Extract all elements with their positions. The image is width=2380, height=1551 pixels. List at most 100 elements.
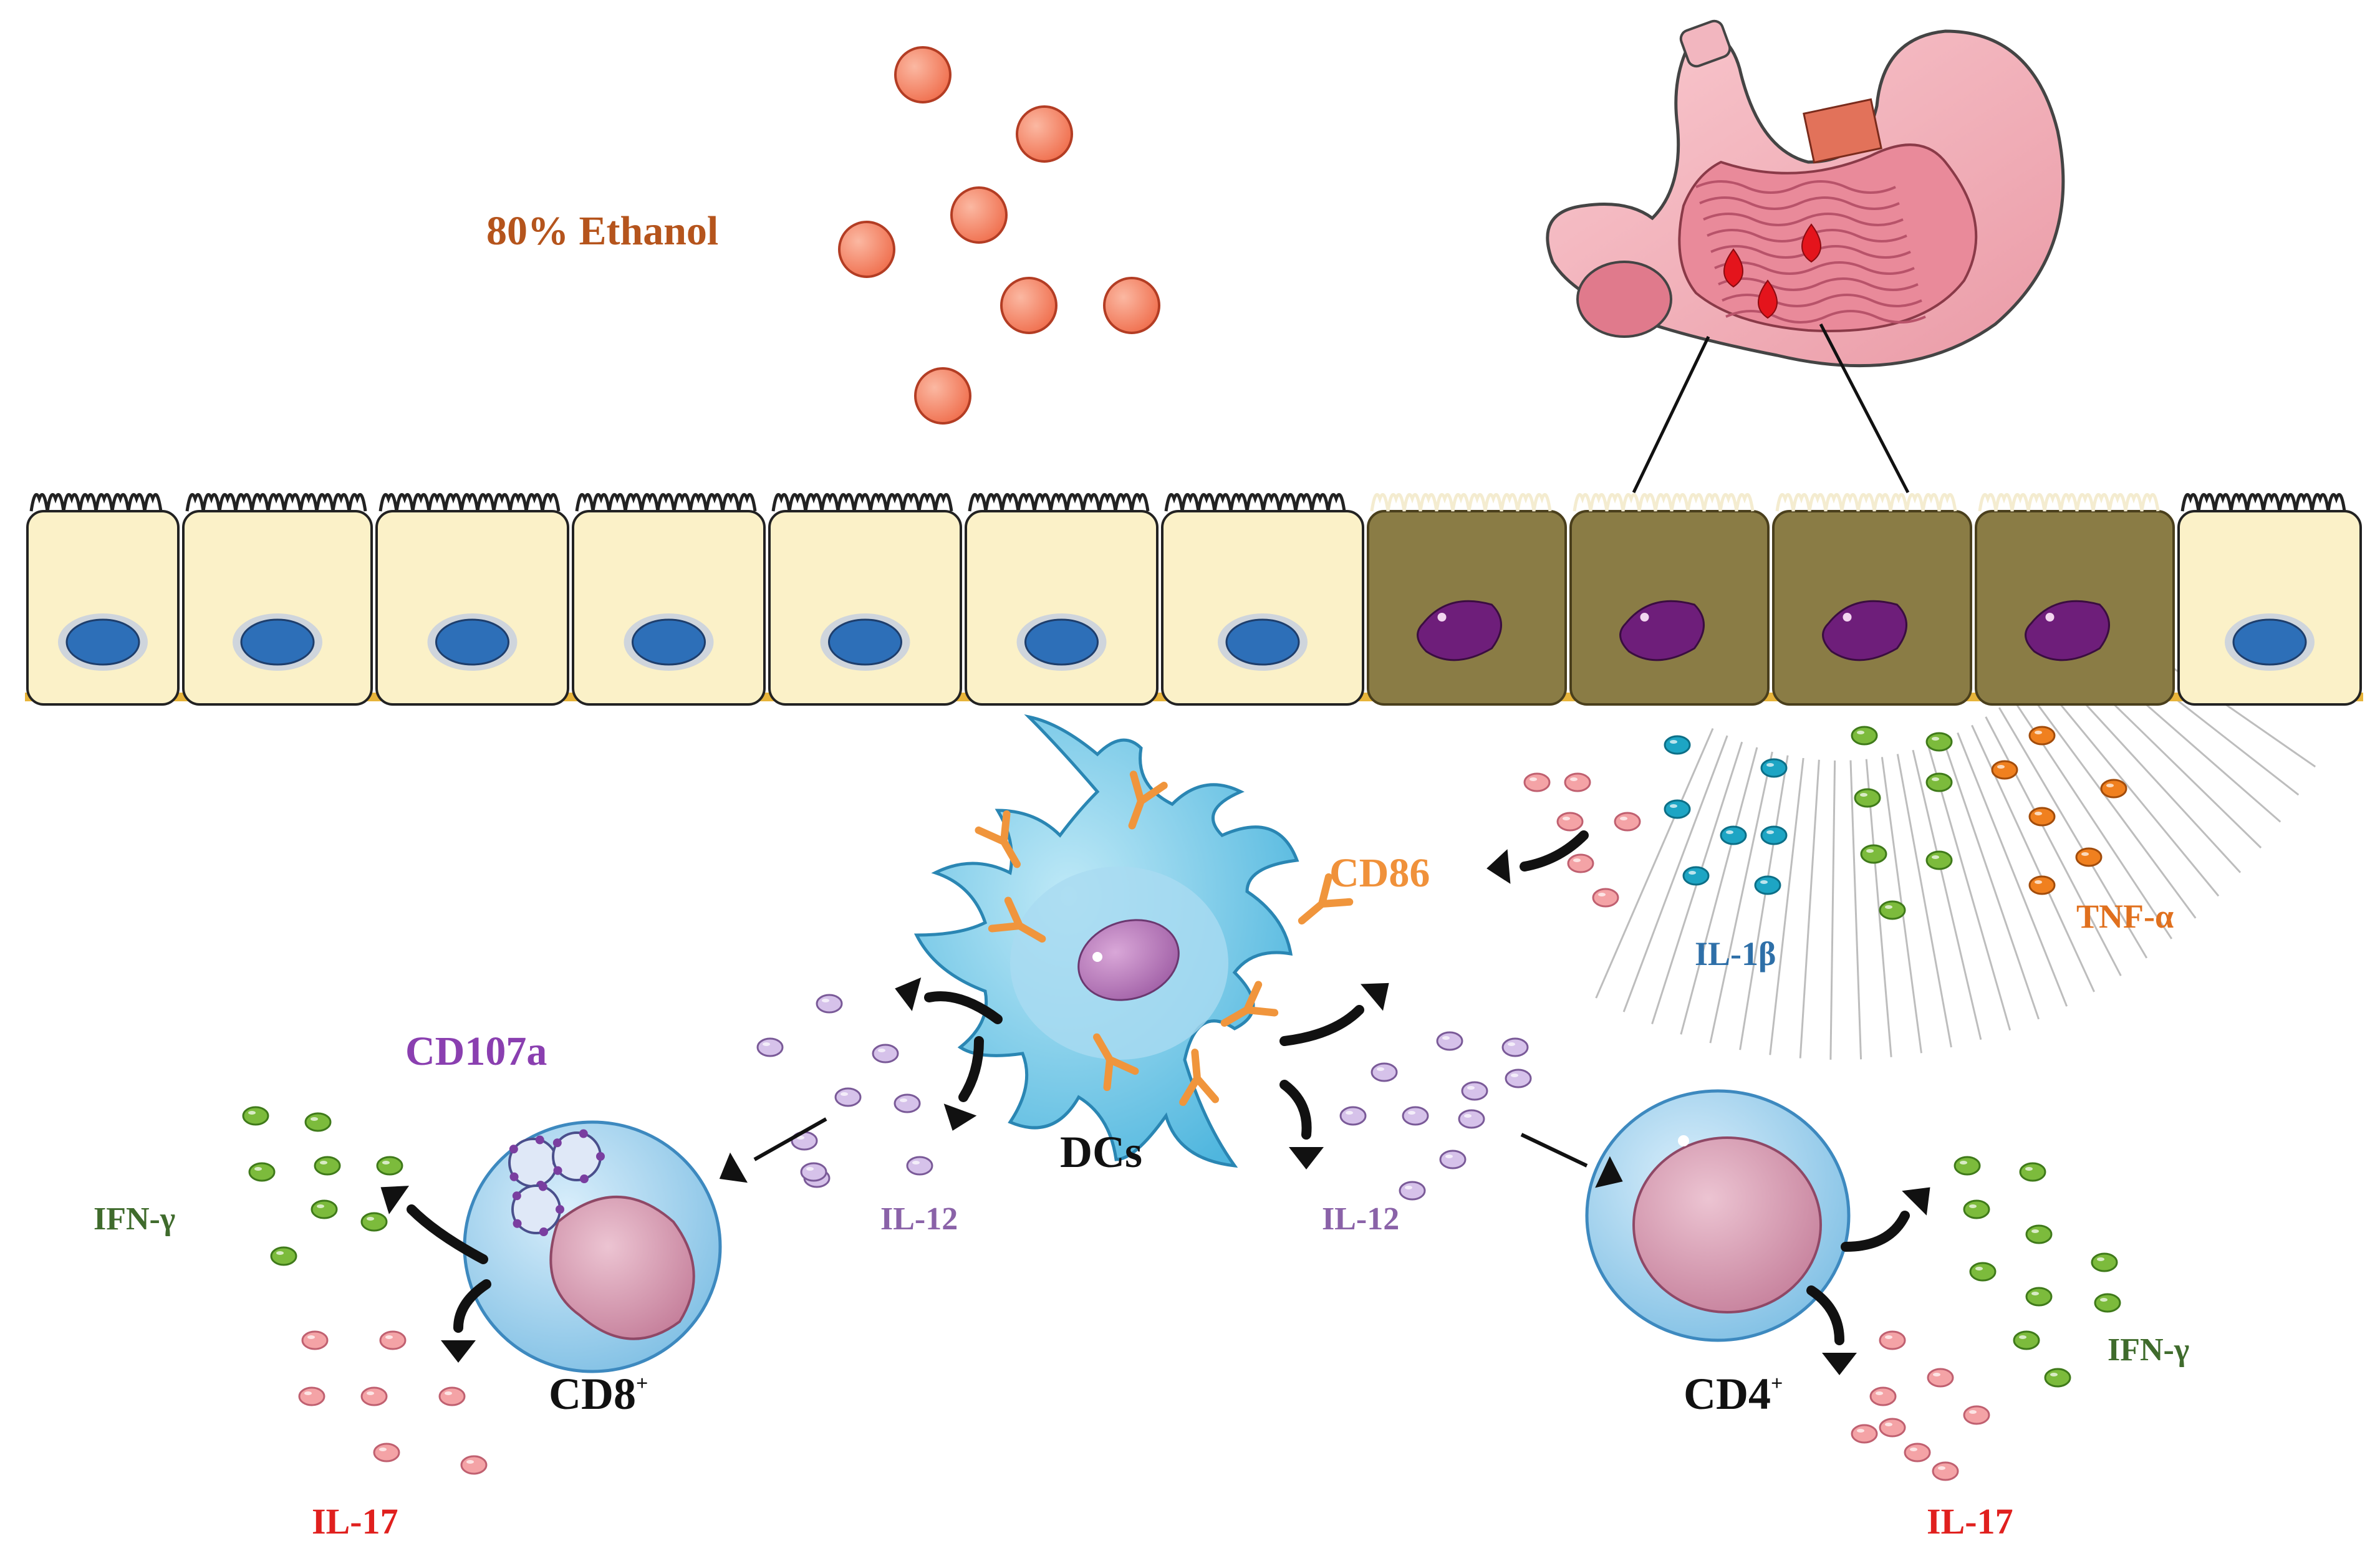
cytokine-dot-icon — [906, 1156, 933, 1176]
dot-highlight — [1766, 830, 1774, 834]
cytokine-dot-icon — [1851, 1424, 1878, 1444]
dot-highlight — [307, 1335, 315, 1339]
label-cd8-sup: + — [636, 1372, 648, 1395]
dot-highlight — [1969, 1410, 1977, 1414]
dot-highlight — [1346, 1111, 1353, 1115]
ethanol-molecule-icon — [1016, 105, 1073, 163]
cd107a-marker — [509, 1172, 519, 1181]
dot-highlight — [367, 1391, 374, 1395]
cytokine-dot-icon — [2094, 1293, 2121, 1313]
cytokine-dot-icon — [834, 1087, 862, 1107]
ethanol-molecule-icon — [1000, 277, 1058, 334]
label-ifng-left: IFN-γ — [94, 1201, 175, 1237]
ray-line — [1739, 755, 1789, 1050]
curved-arrow-icon — [924, 991, 1003, 1024]
dot-highlight — [466, 1460, 474, 1464]
dot-highlight — [2025, 1167, 2033, 1171]
cytokine-dot-icon — [1963, 1199, 1990, 1219]
dot-highlight — [1573, 858, 1581, 862]
cytokine-dot-icon — [1592, 888, 1619, 908]
cytokine-dot-icon — [1556, 812, 1584, 832]
dot-highlight — [1933, 1373, 1940, 1376]
epithelial-cell-icon — [965, 510, 1159, 706]
cytokine-dot-icon — [2091, 1252, 2118, 1272]
nucleus-highlight — [2045, 613, 2055, 622]
cytokine-dot-icon — [1461, 1081, 1488, 1101]
arrows — [380, 830, 1930, 1375]
dot-highlight — [1511, 1073, 1518, 1077]
epithelial-cell-icon — [768, 510, 962, 706]
dot-highlight — [1598, 893, 1606, 896]
cytokine-dot-icon — [1854, 788, 1881, 808]
cd107a-marker — [513, 1219, 522, 1228]
cytokine-dot-icon — [1614, 812, 1641, 832]
cytokine-dot-icon — [1760, 825, 1788, 845]
cytokine-dot-icon — [301, 1330, 329, 1350]
cd107a-marker — [539, 1227, 548, 1237]
cytokine-dot-icon — [1904, 1443, 1931, 1462]
cd86-receptor-icon — [1298, 873, 1354, 924]
dot-highlight — [320, 1161, 327, 1164]
dc-nucleus-icon — [1077, 919, 1180, 1001]
dot-highlight — [311, 1117, 318, 1121]
cytokine-dot-icon — [1851, 726, 1878, 746]
cytokine-dot-icon — [894, 1093, 921, 1113]
dot-highlight — [382, 1161, 390, 1164]
mucosal-fold — [1699, 196, 1900, 210]
microvilli — [575, 492, 757, 512]
mucosal-fold — [1718, 277, 1919, 291]
mucosal-fold — [1722, 294, 1922, 307]
cytokine-dot-icon — [1720, 825, 1747, 845]
dot-highlight — [1760, 880, 1768, 884]
dot-highlight — [1932, 777, 1939, 781]
cytokine-dot-icon — [872, 1044, 899, 1064]
cytokine-dot-icon — [1760, 758, 1788, 778]
curved-arrow-icon — [1806, 1285, 1844, 1345]
dendritic-cell-icon — [913, 714, 1354, 1168]
ray-line — [1595, 727, 1714, 999]
dot-highlight — [763, 1042, 770, 1046]
dot-highlight — [2097, 1257, 2104, 1261]
dot-highlight — [1467, 1086, 1475, 1090]
cytokine-dot-icon — [1523, 772, 1551, 792]
nucleus-highlight — [1640, 613, 1649, 622]
pylorus — [1576, 261, 1672, 338]
cd107a-marker — [538, 1182, 547, 1191]
ray-line — [1849, 760, 1862, 1060]
cd107a-marker — [596, 1152, 605, 1161]
dot-highlight — [900, 1098, 907, 1102]
ethanol-molecule-icon — [914, 367, 971, 425]
cytokine-dot-icon — [1754, 875, 1781, 895]
ray-line — [1769, 757, 1804, 1055]
cytokine-dot-icon — [379, 1330, 407, 1350]
cytokine-dot-icon — [1860, 844, 1887, 864]
label-dcs: DCs — [1060, 1127, 1142, 1177]
dot-highlight — [2031, 1292, 2039, 1295]
dot-highlight — [254, 1167, 262, 1171]
stomach-icon — [1546, 19, 2065, 494]
ray-line — [1985, 716, 2122, 976]
microvilli — [1573, 492, 1755, 512]
dot-highlight — [1910, 1448, 1917, 1451]
arrowhead — [1595, 1156, 1623, 1188]
mucosal-fold — [1703, 213, 1904, 226]
cd107a-marker — [556, 1205, 564, 1214]
cytokine-dot-icon — [1954, 1156, 1981, 1176]
cd107a-marker — [552, 1138, 562, 1148]
cytokine-dot-icon — [2100, 779, 2127, 799]
ray-line — [1912, 749, 1982, 1040]
dot-highlight — [1857, 1429, 1864, 1433]
dot-highlight — [878, 1049, 885, 1052]
label-cd86: CD86 — [1329, 850, 1430, 896]
cytokine-dot-icon — [1991, 760, 2018, 780]
cytokine-dot-icon — [1879, 1418, 1906, 1438]
cytokine-dot-icon — [460, 1455, 488, 1475]
cytokine-dot-icon — [1436, 1031, 1463, 1051]
esophagus — [1679, 19, 1732, 68]
dot-highlight — [1938, 1466, 1945, 1470]
dot-highlight — [2081, 852, 2089, 856]
cytokine-dot-icon — [1664, 735, 1691, 755]
cytokine-dot-icon — [816, 994, 843, 1014]
dot-highlight — [1857, 731, 1864, 734]
arrowhead — [1361, 982, 1389, 1011]
